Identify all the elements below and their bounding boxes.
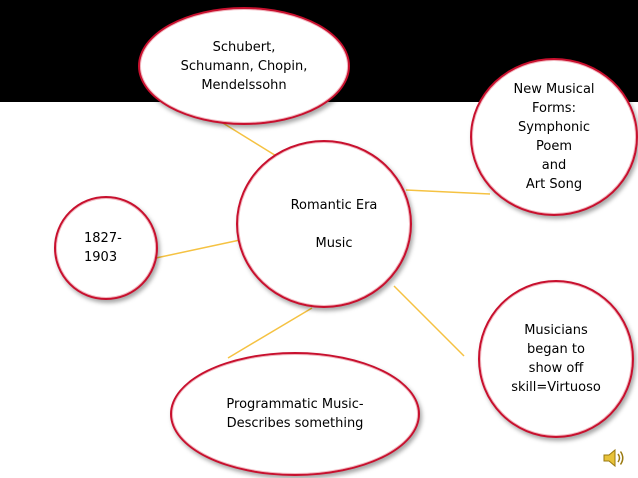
connector-forms [405,189,491,195]
musicians-node: Musicians began to show off skill=Virtuo… [478,280,634,438]
central-topic-node: Romantic Era Music [236,140,412,308]
years-node: 1827- 1903 [54,196,158,300]
musical-forms-text: New Musical Forms: Symphonic Poem and Ar… [513,82,595,192]
years-text: 1827- 1903 [84,231,122,265]
composers-text: Schubert, Schumann, Chopin, Mendelssohn [180,39,308,93]
connector-musicians [393,285,465,357]
composers-node: Schubert, Schumann, Chopin, Mendelssohn [138,7,350,125]
musicians-text: Musicians began to show off skill=Virtuo… [511,323,601,395]
connector-years [155,239,241,259]
musical-forms-node: New Musical Forms: Symphonic Poem and Ar… [470,58,638,216]
programmatic-music-node: Programmatic Music- Describes something [170,352,420,476]
speaker-icon[interactable] [602,447,626,469]
central-topic-text: Romantic Era Music [290,197,378,251]
programmatic-music-text: Programmatic Music- Describes something [226,397,364,431]
connector-programmatic [227,307,313,359]
